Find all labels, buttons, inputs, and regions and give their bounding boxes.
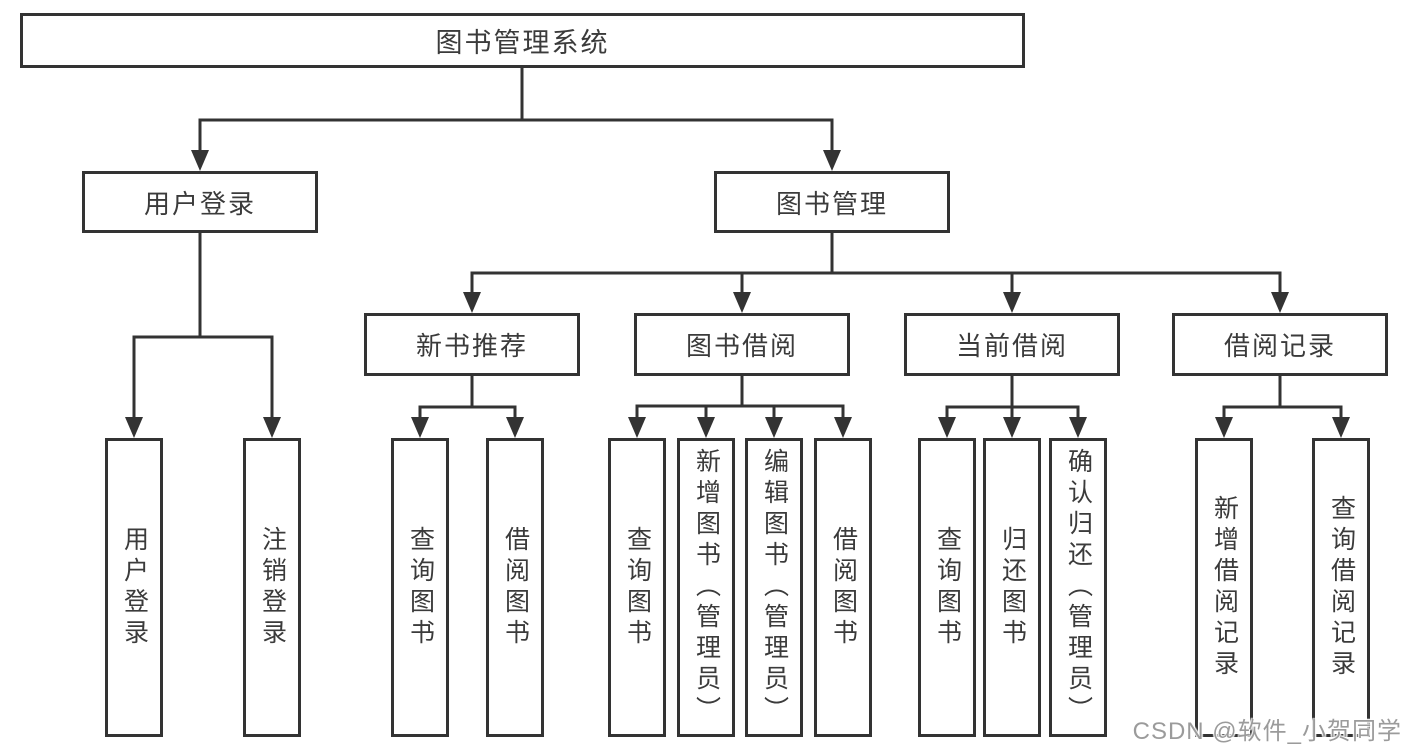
leaf-query-borrow-record: 查询借阅记录	[1312, 438, 1370, 737]
leaf-borrow-books-recommend: 借阅图书	[486, 438, 544, 737]
connector-book-borrowing-to-leaves	[628, 376, 852, 438]
connector-root-to-level2	[191, 68, 841, 171]
leaf-query-books-current: 查询图书	[918, 438, 976, 737]
node-new-book-recommend: 新书推荐	[364, 313, 580, 376]
node-book-borrowing: 图书借阅	[634, 313, 850, 376]
leaf-query-books-recommend: 查询图书	[391, 438, 449, 737]
leaf-return-book: 归还图书	[983, 438, 1041, 737]
leaf-user-login: 用户登录	[105, 438, 163, 737]
leaf-add-borrow-record: 新增借阅记录	[1195, 438, 1253, 737]
node-book-management: 图书管理	[714, 171, 950, 233]
node-user-login: 用户登录	[82, 171, 318, 233]
leaf-add-book-admin: 新增图书（管理员）	[677, 438, 735, 737]
node-borrowing-records: 借阅记录	[1172, 313, 1388, 376]
csdn-watermark: CSDN @软件_小贺同学	[1132, 718, 1402, 745]
connector-book-management-to-level3	[463, 233, 1289, 313]
connector-current-borrowing-to-leaves	[938, 376, 1087, 438]
connector-user-login-to-leaves	[125, 233, 281, 438]
leaf-confirm-return-admin: 确认归还（管理员）	[1049, 438, 1107, 737]
connector-borrowing-records-to-leaves	[1215, 376, 1350, 438]
leaf-logout: 注销登录	[243, 438, 301, 737]
leaf-edit-book-admin: 编辑图书（管理员）	[745, 438, 803, 737]
node-current-borrowing: 当前借阅	[904, 313, 1120, 376]
node-library-system: 图书管理系统	[20, 13, 1025, 68]
leaf-query-books-borrowing: 查询图书	[608, 438, 666, 737]
connector-new-book-recommend-to-leaves	[411, 376, 524, 438]
leaf-borrow-books-borrowing: 借阅图书	[814, 438, 872, 737]
